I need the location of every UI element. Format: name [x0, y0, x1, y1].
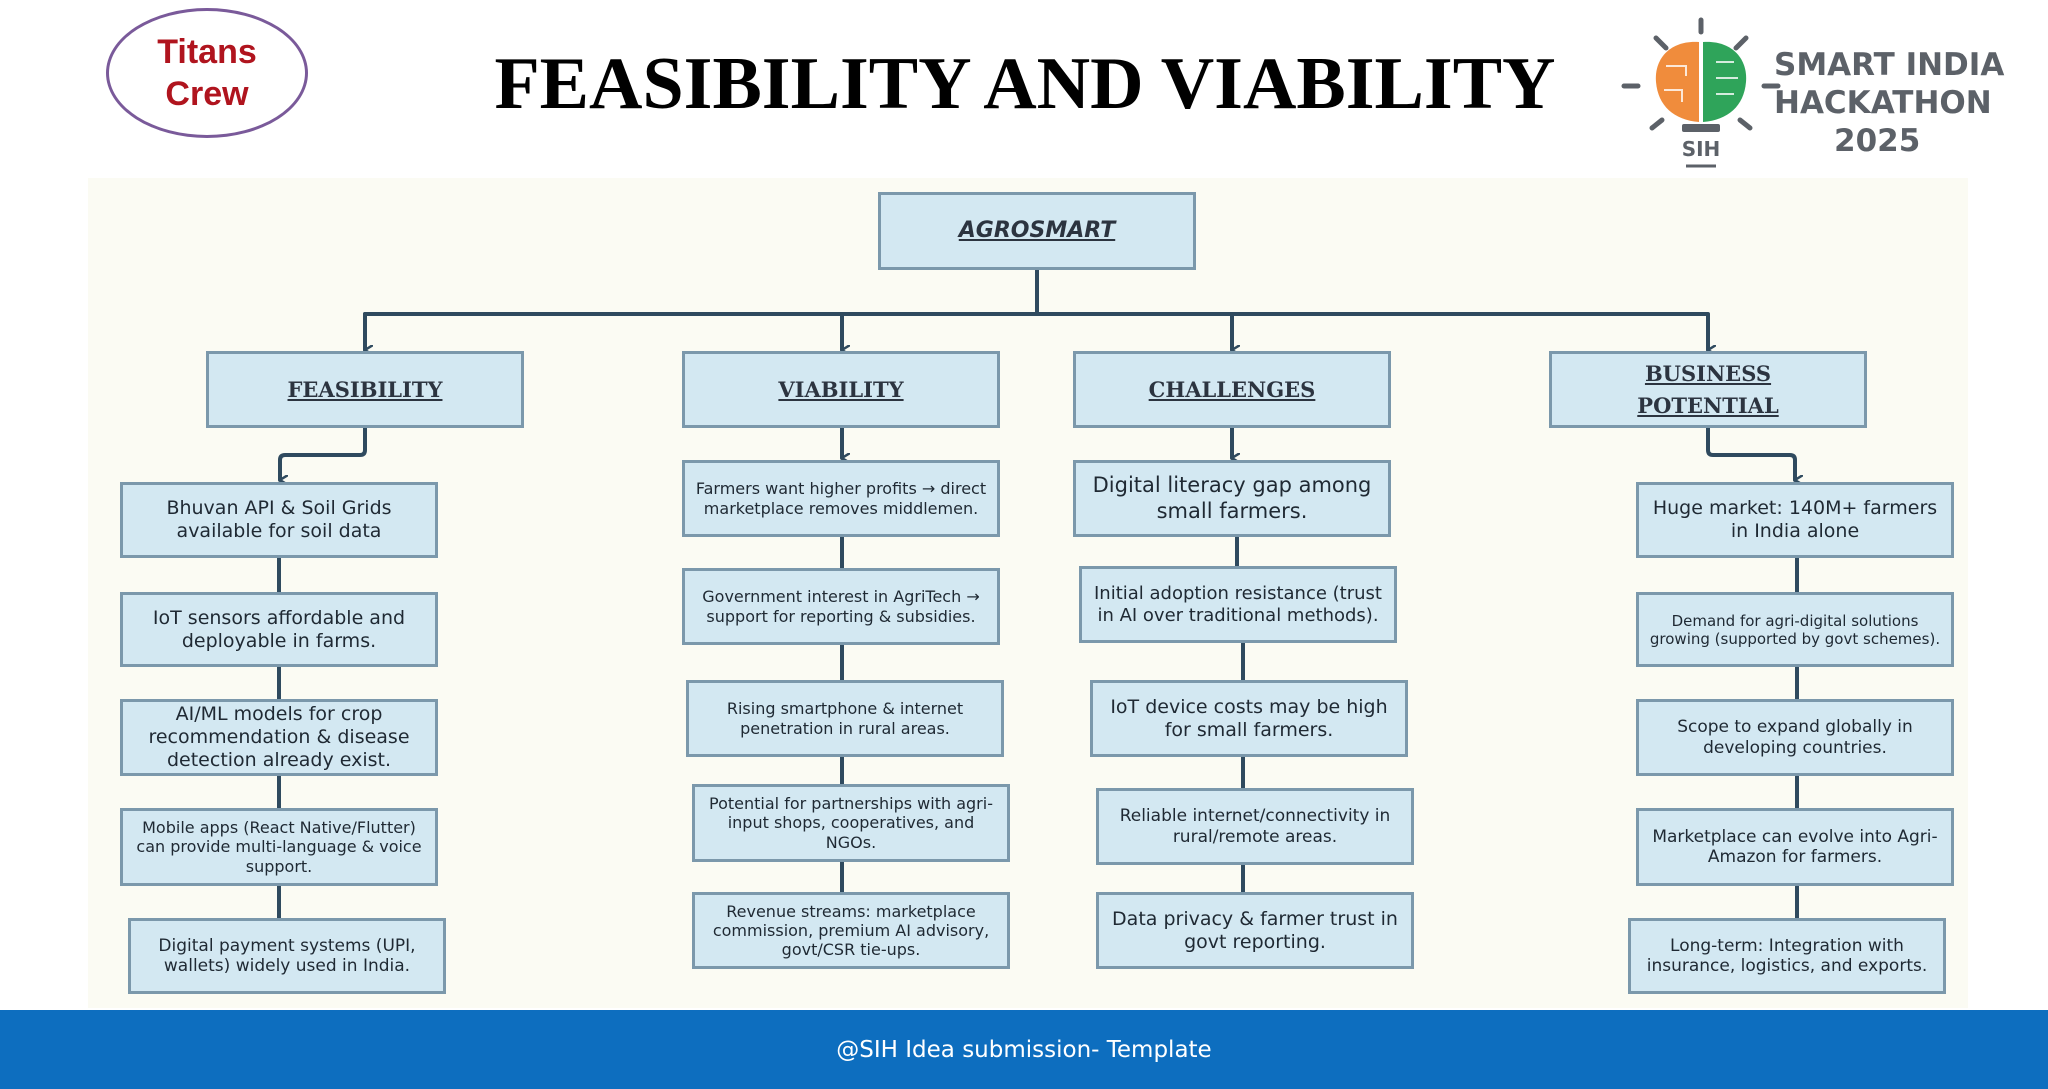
sih-bulb-logo-icon: SIH [1621, 17, 1781, 168]
sih-logo-text: SMART INDIA HACKATHON 2025 [1774, 46, 2005, 160]
team-name-line1: Titans [157, 33, 257, 71]
heading-label: CHALLENGES [1148, 376, 1316, 402]
team-name-line2: Crew [165, 75, 249, 113]
feasibility-item-text: Digital payment systems (UPI, wallets) w… [158, 935, 416, 976]
feasibility-item-text: IoT sensors affordable and deployable in… [152, 606, 406, 652]
heading-node-viability: VIABILITY [682, 351, 1000, 428]
feasibility-item: Mobile apps (React Native/Flutter) can p… [120, 808, 438, 886]
feasibility-item: AI/ML models for crop recommendation & d… [120, 699, 438, 776]
heading-node-feasibility: FEASIBILITY [206, 351, 524, 428]
heading-label: BUSINESS POTENTIAL [1637, 361, 1779, 418]
feasibility-item: Bhuvan API & Soil Grids available for so… [120, 482, 438, 558]
business-item-text: Long-term: Integration with insurance, l… [1646, 935, 1928, 976]
challenges-item: Reliable internet/connectivity in rural/… [1096, 788, 1414, 865]
viability-item-text: Government interest in AgriTech → suppor… [702, 587, 980, 626]
root-node: AGROSMART [878, 192, 1196, 270]
team-badge: Titans Crew [106, 8, 308, 138]
business-item-text: Marketplace can evolve into Agri-Amazon … [1652, 826, 1938, 867]
challenges-item: Digital literacy gap among small farmers… [1073, 460, 1391, 537]
business-item: Marketplace can evolve into Agri-Amazon … [1636, 808, 1954, 886]
heading-node-business-potential: BUSINESS POTENTIAL [1549, 351, 1867, 428]
feasibility-item-text: AI/ML models for crop recommendation & d… [148, 703, 410, 771]
viability-item: Government interest in AgriTech → suppor… [682, 568, 1000, 645]
heading-label: FEASIBILITY [287, 376, 443, 402]
challenges-item-text: Digital literacy gap among small farmers… [1092, 473, 1372, 523]
business-item: Demand for agri-digital solutions growin… [1636, 592, 1954, 667]
challenges-item-text: IoT device costs may be high for small f… [1110, 695, 1388, 741]
feasibility-item-text: Bhuvan API & Soil Grids available for so… [166, 497, 392, 542]
challenges-item: Initial adoption resistance (trust in AI… [1079, 566, 1397, 643]
feasibility-item-text: Mobile apps (React Native/Flutter) can p… [136, 818, 422, 876]
feasibility-item: IoT sensors affordable and deployable in… [120, 592, 438, 667]
viability-item: Revenue streams: marketplace commission,… [692, 892, 1010, 969]
footer-text: @SIH Idea submission- Template [836, 1036, 1212, 1063]
challenges-item: Data privacy & farmer trust in govt repo… [1096, 892, 1414, 969]
challenges-item-text: Reliable internet/connectivity in rural/… [1119, 806, 1391, 847]
viability-item-text: Revenue streams: marketplace commission,… [712, 901, 990, 960]
business-item: Scope to expand globally in developing c… [1636, 699, 1954, 776]
business-item: Huge market: 140M+ farmers in India alon… [1636, 482, 1954, 558]
viability-item-text: Farmers want higher profits → direct mar… [695, 479, 987, 518]
challenges-item-text: Data privacy & farmer trust in govt repo… [1112, 907, 1398, 953]
feasibility-item: Digital payment systems (UPI, wallets) w… [128, 918, 446, 994]
viability-item-text: Potential for partnerships with agri-inp… [709, 794, 993, 852]
footer-bar: @SIH Idea submission- Template [0, 1010, 2048, 1089]
business-item: Long-term: Integration with insurance, l… [1628, 918, 1946, 994]
viability-item: Farmers want higher profits → direct mar… [682, 460, 1000, 537]
logo-line1: SMART INDIA [1774, 47, 2005, 83]
challenges-item: IoT device costs may be high for small f… [1090, 680, 1408, 757]
logo-line2: HACKATHON [1774, 85, 1992, 121]
viability-item: Rising smartphone & internet penetration… [686, 680, 1004, 757]
heading-label: VIABILITY [778, 376, 904, 402]
sih-mark-text: SIH [1682, 137, 1721, 161]
logo-line3: 2025 [1834, 123, 1921, 159]
challenges-item-text: Initial adoption resistance (trust in AI… [1094, 582, 1382, 626]
page-title: FEASIBILITY AND VIABILITY [494, 43, 1556, 125]
business-item-text: Demand for agri-digital solutions growin… [1649, 611, 1941, 648]
business-item-text: Scope to expand globally in developing c… [1677, 717, 1913, 758]
viability-item-text: Rising smartphone & internet penetration… [726, 699, 964, 738]
root-node-label: AGROSMART [958, 217, 1116, 243]
business-item-text: Huge market: 140M+ farmers in India alon… [1652, 497, 1938, 542]
heading-node-challenges: CHALLENGES [1073, 351, 1391, 428]
viability-item: Potential for partnerships with agri-inp… [692, 784, 1010, 862]
